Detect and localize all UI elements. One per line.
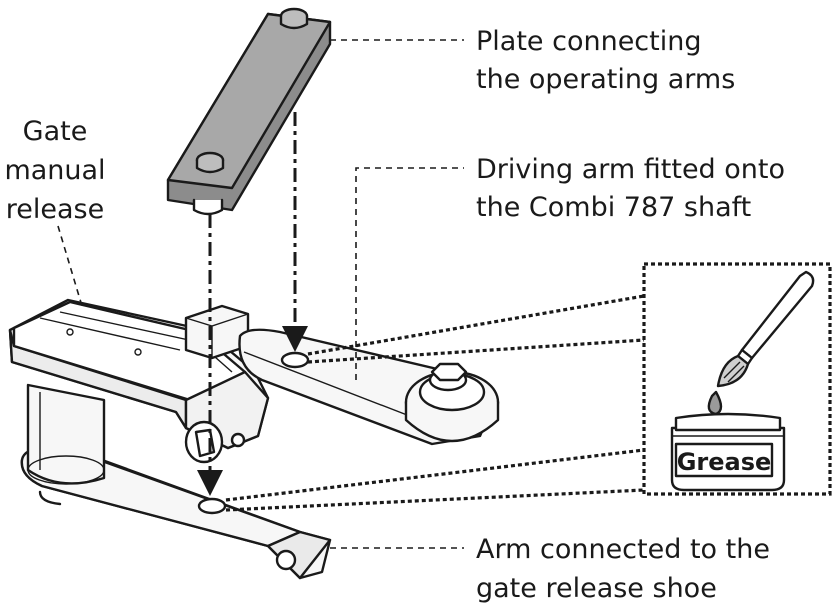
release-label: Gate manual release <box>4 116 105 225</box>
plate-icon <box>166 7 332 216</box>
grease-callout-box <box>642 262 832 496</box>
grease-label-box <box>674 442 774 478</box>
driving-arm-icon <box>238 328 500 446</box>
plate-label-line1: Plate connecting <box>476 26 702 57</box>
release-leader <box>57 225 83 307</box>
driving-arm-label: Driving arm fitted onto the Combi 787 sh… <box>476 154 785 223</box>
motor-housing-icon <box>8 298 270 485</box>
grease-label: Grease <box>677 448 772 476</box>
shoe-arm-label-line2: gate release shoe <box>476 573 717 604</box>
shoe-arm-label-line1: Arm connected to the <box>476 534 770 565</box>
plate-label-line2: the operating arms <box>476 64 735 95</box>
driving-arm-leader <box>355 167 464 380</box>
label-leaders <box>57 39 464 549</box>
grease-jar-icon: Grease <box>670 412 786 492</box>
release-label-line2: manual <box>4 155 105 186</box>
shoe-arm-label: Arm connected to the gate release shoe <box>476 534 770 604</box>
grease-leader-lower <box>225 448 645 502</box>
plate-label: Plate connecting the operating arms <box>476 26 735 95</box>
release-label-line1: Gate <box>23 116 88 147</box>
grease-callout: Grease <box>225 262 832 512</box>
release-label-line3: release <box>6 194 104 225</box>
grease-drop-icon <box>707 390 723 416</box>
driving-arm-label-line2: the Combi 787 shaft <box>476 192 751 223</box>
grease-leader-upper-2 <box>307 338 645 364</box>
assembly-guides <box>197 112 310 515</box>
grease-leader-upper <box>307 294 645 356</box>
brush-icon <box>707 270 815 416</box>
driving-arm-label-line1: Driving arm fitted onto <box>476 154 785 185</box>
